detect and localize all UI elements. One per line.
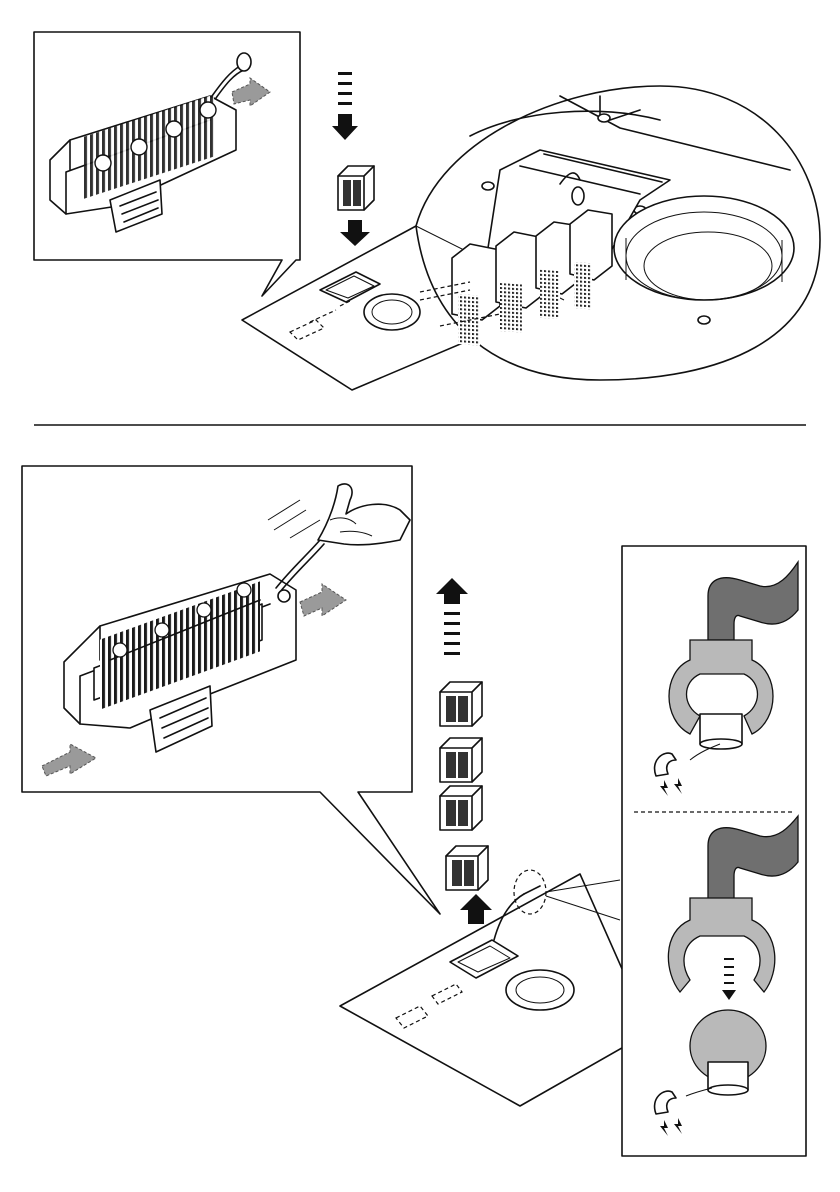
dashed-arrow-up-icon bbox=[444, 612, 460, 655]
filter-unit-callout-top bbox=[34, 32, 300, 296]
remove-arrow-group bbox=[436, 578, 492, 924]
filter-cartridge-2-icon bbox=[440, 738, 482, 782]
magnified-view-top bbox=[416, 86, 820, 380]
magnet-detail-panel bbox=[622, 546, 806, 1156]
arrow-up-icon bbox=[436, 578, 468, 604]
insert-arrow-group bbox=[332, 72, 374, 246]
arrow-down-icon bbox=[340, 220, 370, 246]
cable-plug-icon bbox=[237, 53, 251, 71]
arrow-up-small-icon bbox=[460, 894, 492, 924]
filter-cartridge-icon bbox=[338, 166, 374, 210]
round-duct-zoom bbox=[614, 196, 794, 300]
dashed-arrow-down-icon bbox=[332, 72, 358, 140]
filter-cartridge-4-icon bbox=[446, 846, 488, 890]
filter-cartridge-3-icon bbox=[440, 786, 482, 830]
filter-unit-callout-bottom bbox=[22, 466, 440, 914]
ceiling-plate-bottom bbox=[340, 870, 650, 1106]
bottom-step bbox=[22, 466, 806, 1156]
top-step bbox=[34, 32, 820, 390]
filter-cartridge-1-icon bbox=[440, 682, 482, 726]
